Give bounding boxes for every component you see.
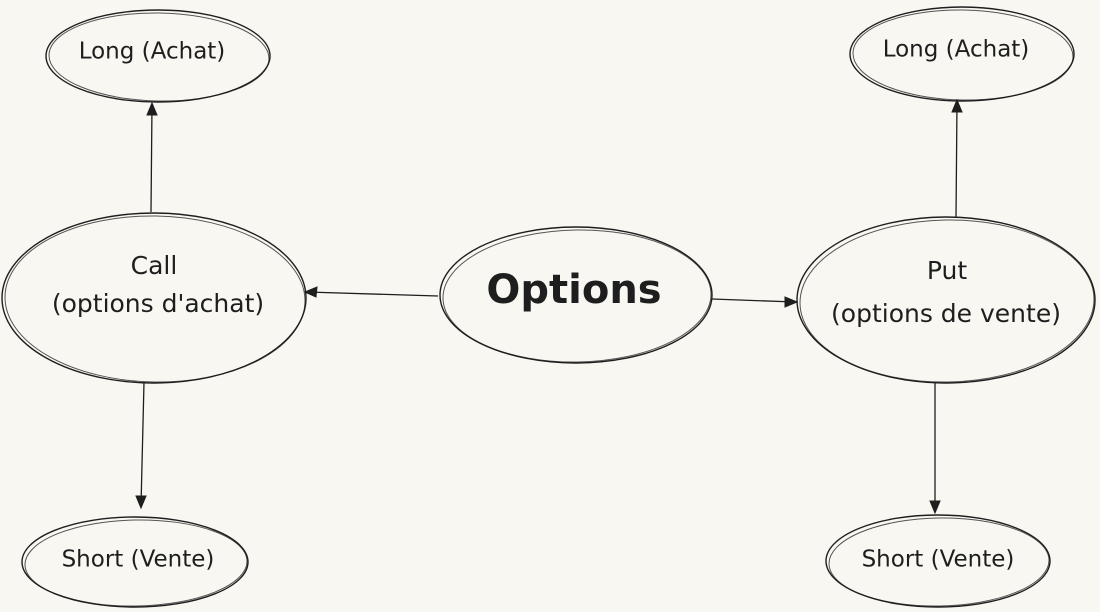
node-call: Call (options d'achat) (1, 212, 307, 384)
node-put-long: Long (Achat) (849, 6, 1075, 102)
node-options-label: Options (486, 267, 661, 313)
node-put-short-label: Short (Vente) (862, 547, 1015, 573)
edge-put-to-short (929, 383, 941, 515)
node-call-title: Call (131, 251, 178, 280)
edge-call-to-short (135, 381, 147, 510)
node-call-long-label: Long (Achat) (79, 39, 226, 65)
node-call-short: Short (Vente) (21, 516, 249, 608)
edge-put-to-long (951, 98, 963, 219)
node-put-long-label: Long (Achat) (883, 37, 1030, 63)
node-call-short-label: Short (Vente) (62, 547, 215, 573)
edge-options-to-put (711, 296, 799, 308)
node-put: Put (options de vente) (796, 216, 1096, 384)
node-call-long: Long (Achat) (45, 9, 271, 103)
node-put-title: Put (927, 256, 967, 285)
edge-options-to-call (303, 286, 439, 298)
edge-call-to-long (146, 101, 158, 213)
node-call-subtitle: (options d'achat) (52, 289, 264, 318)
node-put-subtitle: (options de vente) (831, 299, 1061, 328)
node-options: Options (439, 226, 713, 364)
node-put-short: Short (Vente) (825, 514, 1051, 608)
